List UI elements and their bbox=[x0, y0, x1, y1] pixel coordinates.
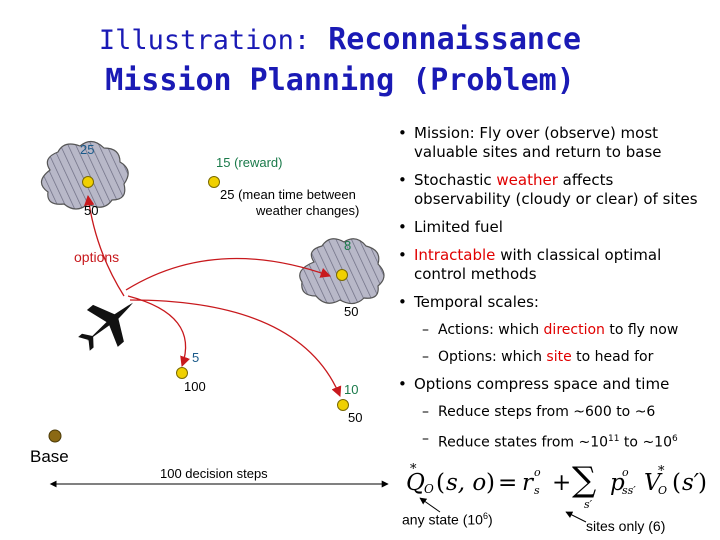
highlight-direction: direction bbox=[543, 322, 605, 338]
highlight-intractable: Intractable bbox=[414, 246, 496, 264]
bullet-mission: Mission: Fly over (observe) most valuabl… bbox=[396, 124, 720, 162]
aircraft-icon bbox=[78, 302, 133, 351]
page-title: Illustration: Reconnaissance Mission Pla… bbox=[60, 20, 620, 101]
label-reward: 15 (reward) bbox=[216, 155, 282, 170]
bullet-weather: Stochastic weather affects observability… bbox=[396, 171, 720, 209]
bullet-list: Mission: Fly over (observe) most valuabl… bbox=[396, 124, 720, 461]
eq-plus: + bbox=[552, 470, 572, 496]
label-site5: 5 bbox=[192, 350, 199, 365]
label-site100: 100 bbox=[184, 379, 206, 394]
eq-p: p bbox=[610, 470, 625, 496]
title-line1: Reconnaissance bbox=[328, 22, 582, 57]
options-label: options bbox=[74, 249, 119, 265]
cloud-1 bbox=[40, 140, 129, 210]
label-mean-time-1: 25 (mean time between bbox=[220, 187, 356, 202]
label-mean-time-2: weather changes) bbox=[255, 203, 359, 218]
site-cloud2 bbox=[336, 269, 348, 281]
sub-bullet-options: Options: which site to head for bbox=[396, 348, 720, 366]
base-label: Base bbox=[30, 447, 69, 466]
highlight-site: site bbox=[546, 349, 572, 365]
label-cloud1-bottom: 50 bbox=[84, 203, 98, 218]
annotation-any-state: any state (106) bbox=[402, 511, 493, 528]
site-5 bbox=[176, 367, 188, 379]
bullet-fuel: Limited fuel bbox=[396, 218, 720, 237]
eq-v: V bbox=[644, 470, 661, 496]
site-reward bbox=[208, 176, 220, 188]
sub-bullet-steps: Reduce steps from ~600 to ~6 bbox=[396, 403, 720, 421]
bullet-intractable: Intractable with classical optimal contr… bbox=[396, 246, 720, 284]
label-cloud2-top: 8 bbox=[344, 238, 351, 253]
eq-sum: ∑ bbox=[572, 460, 597, 500]
annotation-sites-only: sites only (6) bbox=[586, 518, 666, 534]
eq-q: Q bbox=[406, 470, 425, 496]
title-prefix: Illustration: bbox=[98, 25, 311, 56]
option-arrow-2 bbox=[125, 257, 331, 291]
mission-diagram: 25 50 15 (reward) 25 (mean time between … bbox=[30, 140, 389, 488]
label-cloud2-bottom: 50 bbox=[344, 304, 358, 319]
base-site bbox=[48, 429, 62, 443]
eq-equals: = bbox=[498, 470, 518, 496]
site-10 bbox=[337, 399, 349, 411]
sub-bullet-actions: Actions: which direction to fly now bbox=[396, 321, 720, 339]
label-site10: 10 bbox=[344, 382, 358, 397]
bellman-equation: Q * O ( s, o ) = r o s + ∑ s′ p o ss′ V … bbox=[406, 460, 707, 511]
decision-steps-label: 100 decision steps bbox=[160, 466, 268, 481]
bullet-temporal: Temporal scales: bbox=[396, 293, 720, 312]
sub-bullet-states: Reduce states from ~1011 to ~106 bbox=[396, 430, 720, 452]
highlight-weather: weather bbox=[496, 171, 558, 189]
bullet-compress: Options compress space and time bbox=[396, 375, 720, 394]
option-arrow-1 bbox=[84, 194, 125, 297]
label-site10-bottom: 50 bbox=[348, 410, 362, 425]
label-cloud1-top: 25 bbox=[80, 142, 94, 157]
eq-r: r bbox=[522, 470, 533, 496]
option-arrow-4 bbox=[129, 299, 342, 397]
site-cloud1 bbox=[82, 176, 94, 188]
title-line2: Mission Planning (Problem) bbox=[105, 63, 575, 98]
